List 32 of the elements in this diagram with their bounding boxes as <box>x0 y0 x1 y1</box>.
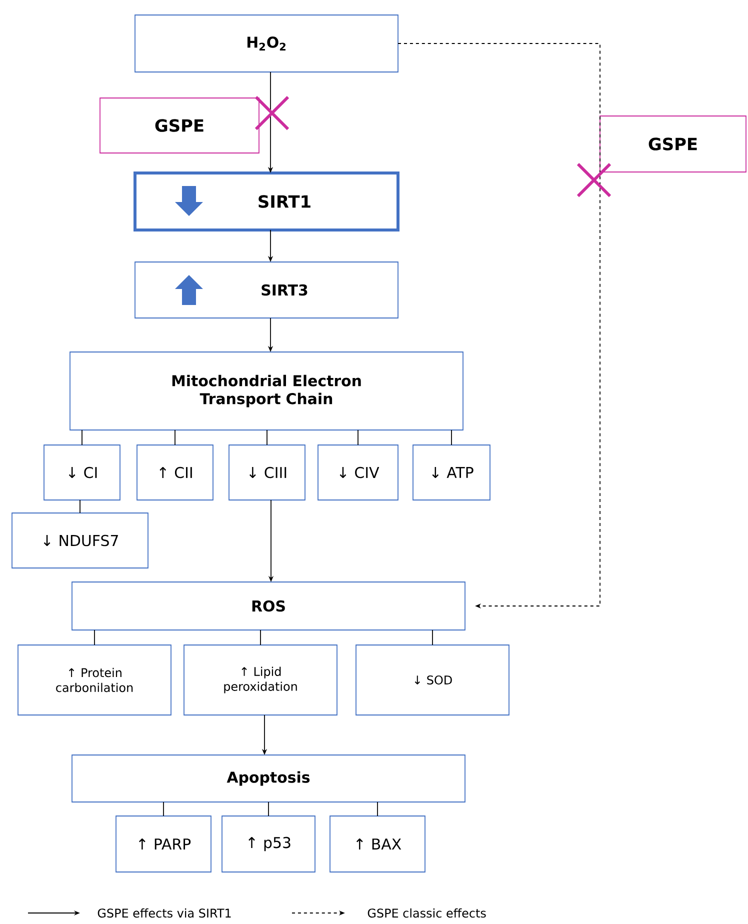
connector-line <box>94 630 95 646</box>
effect-box: ↑ Protein carbonilation <box>18 644 172 716</box>
connector-line <box>268 802 269 816</box>
effect-box: ↓ SOD <box>356 644 510 716</box>
effect-box: ↓ CIV <box>318 444 398 500</box>
connector-line <box>174 430 176 446</box>
process-box: ROS <box>72 582 466 630</box>
effect-box: ↓ ATP <box>412 444 490 500</box>
effect-box: ↓ NDUFS7 <box>12 512 148 568</box>
connector-line <box>451 430 452 446</box>
process-box: H$_{2}$O$_{2}$ <box>134 14 398 72</box>
connector-line <box>377 802 378 816</box>
effect-box: ↑ Lipid peroxidation <box>184 644 338 716</box>
process-box: Apoptosis <box>72 754 466 802</box>
connector-line <box>432 630 433 646</box>
effect-box: ↑ PARP <box>116 816 212 872</box>
inhibitor-box: GSPE <box>100 98 260 154</box>
effect-box: ↑ CII <box>136 444 214 500</box>
effect-box: ↓ CI <box>44 444 120 500</box>
arrow <box>398 43 600 609</box>
process-box: SIRT1 <box>134 172 400 232</box>
legend-text: GSPE classic effects <box>368 908 486 918</box>
connector-line <box>163 802 164 816</box>
process-box: SIRT3 <box>134 262 398 318</box>
effect-box: ↑ p53 <box>222 816 316 872</box>
connector-line <box>260 630 261 646</box>
process-box: Mitochondrial Electron Transport Chain <box>70 352 464 430</box>
connector-line <box>266 430 268 446</box>
effect-box: ↑ BAX <box>330 816 426 872</box>
legend-text: GSPE effects via SIRT1 <box>98 908 231 918</box>
inhibitor-box: GSPE <box>600 116 746 172</box>
effect-box: ↓ CIII <box>228 444 306 500</box>
